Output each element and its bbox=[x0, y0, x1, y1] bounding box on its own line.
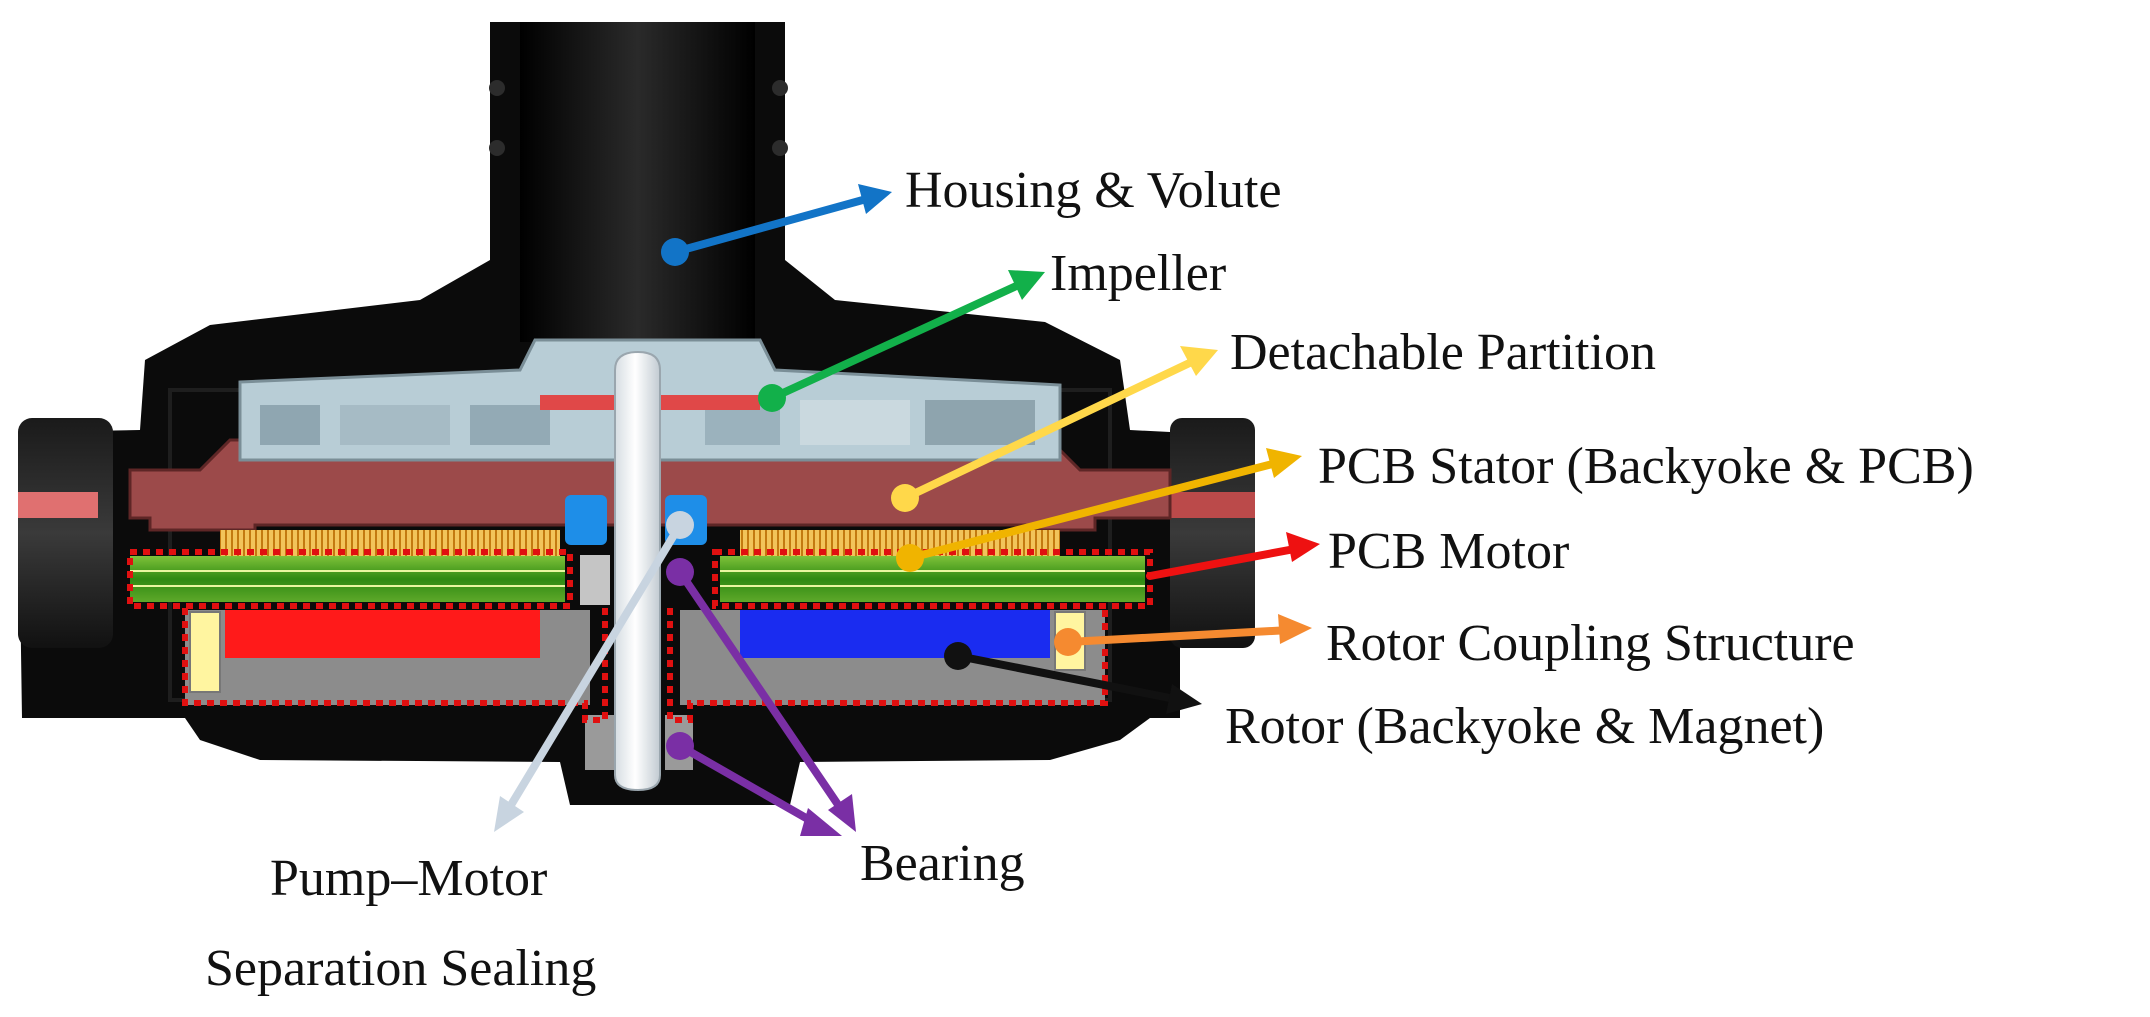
label-pcb-motor: PCB Motor bbox=[1328, 523, 1569, 580]
labels: Housing & Volute Impeller Detachable Par… bbox=[205, 162, 1974, 997]
pcb-board-right bbox=[720, 556, 1145, 602]
arrow-bearing-upper bbox=[676, 568, 849, 819]
arrow-coupling bbox=[1064, 626, 1294, 646]
label-coupling: Rotor Coupling Structure bbox=[1326, 615, 1855, 672]
bearing-lower bbox=[585, 715, 615, 770]
arrow-pcb-motor bbox=[1146, 544, 1304, 580]
arrow-rotor bbox=[954, 652, 1184, 704]
pcb-trace-left bbox=[220, 530, 560, 560]
shaft bbox=[614, 350, 661, 792]
label-pcb-stator: PCB Stator (Backyoke & PCB) bbox=[1318, 438, 1974, 495]
pcb-board-left bbox=[130, 556, 565, 602]
label-sealing-line1: Pump–Motor bbox=[270, 850, 547, 907]
bearing-upper bbox=[580, 555, 610, 605]
label-sealing-line2: Separation Sealing bbox=[205, 940, 596, 997]
label-housing: Housing & Volute bbox=[905, 162, 1282, 219]
label-partition: Detachable Partition bbox=[1230, 324, 1656, 381]
label-rotor: Rotor (Backyoke & Magnet) bbox=[1225, 698, 1824, 755]
magnet-right bbox=[740, 610, 1050, 658]
arrow-sealing bbox=[501, 521, 684, 819]
shaft-assembly bbox=[565, 350, 707, 792]
magnet-left bbox=[225, 610, 540, 658]
arrow-bearing-lower bbox=[676, 742, 824, 830]
arrow-impeller bbox=[768, 278, 1029, 402]
seal-left bbox=[565, 495, 607, 545]
right-port bbox=[1170, 418, 1255, 648]
arrow-housing bbox=[671, 194, 874, 256]
nozzle-highlight bbox=[520, 22, 755, 342]
coupling-left bbox=[189, 611, 221, 693]
arrow-pcb-stator bbox=[906, 458, 1284, 562]
left-port bbox=[18, 418, 113, 648]
label-impeller: Impeller bbox=[1050, 245, 1226, 302]
arrow-partition bbox=[901, 354, 1204, 502]
label-bearing: Bearing bbox=[860, 835, 1025, 892]
annotation-arrows bbox=[494, 184, 1320, 836]
